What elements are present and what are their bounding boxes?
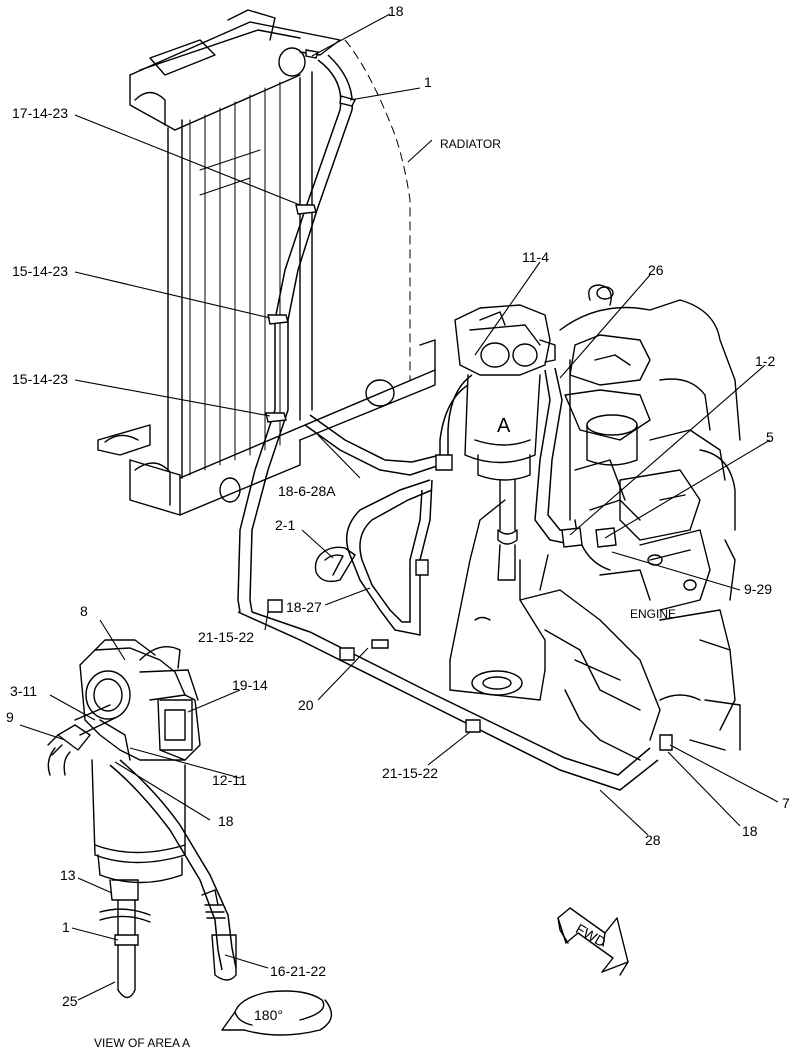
clamps <box>265 49 673 751</box>
callout-1-2: 1-2 <box>755 353 775 369</box>
callout-18-27: 18-27 <box>286 599 322 615</box>
callout-3-11: 3-11 <box>10 683 37 699</box>
callout-19-14: 19-14 <box>232 677 268 693</box>
callout-18-mid: 18 <box>218 813 234 829</box>
callout-5: 5 <box>766 429 774 445</box>
callout-8: 8 <box>80 603 88 619</box>
fuel-filter-a <box>454 304 556 581</box>
leader-lines <box>19 13 779 1001</box>
callout-15-14-23-a: 15-14-23 <box>12 263 68 279</box>
callout-17-14-23: 17-14-23 <box>12 105 68 121</box>
callout-9-29: 9-29 <box>744 581 772 597</box>
view-area-a <box>47 639 237 999</box>
callout-21-15-22-b: 21-15-22 <box>382 765 438 781</box>
callout-15-14-23-b: 15-14-23 <box>12 371 68 387</box>
callout-7: 7 <box>782 795 790 811</box>
radiator-label: RADIATOR <box>440 137 501 151</box>
callout-13: 13 <box>60 867 76 883</box>
fwd-arrow <box>557 907 629 976</box>
radiator <box>97 9 436 516</box>
callout-18-right: 18 <box>742 823 758 839</box>
area-a-label: A <box>497 415 511 437</box>
view-area-label: VIEW OF AREA A <box>94 1036 190 1050</box>
callout-9: 9 <box>6 709 14 725</box>
callouts: 18 1 17-14-23 15-14-23 15-14-23 11-4 26 … <box>6 3 790 1009</box>
callout-1-top: 1 <box>424 74 432 90</box>
callout-2-1: 2-1 <box>275 517 295 533</box>
callout-16-21-22: 16-21-22 <box>270 963 326 979</box>
callout-12-11: 12-11 <box>212 772 247 788</box>
callout-18-top: 18 <box>388 3 404 19</box>
callout-25: 25 <box>62 993 78 1009</box>
engine <box>449 284 741 761</box>
rotation-arrow <box>221 990 333 1036</box>
callout-21-15-22-a: 21-15-22 <box>198 629 254 645</box>
callout-18-6-28a: 18-6-28A <box>278 483 336 499</box>
callout-28: 28 <box>645 832 661 848</box>
rotation-label: 180° <box>254 1007 283 1023</box>
callout-11-4: 11-4 <box>522 249 549 265</box>
callout-20: 20 <box>298 697 314 713</box>
engine-label: ENGINE <box>630 607 676 621</box>
hoses <box>237 54 659 791</box>
callout-1-bottom: 1 <box>62 919 70 935</box>
callout-26: 26 <box>648 262 664 278</box>
